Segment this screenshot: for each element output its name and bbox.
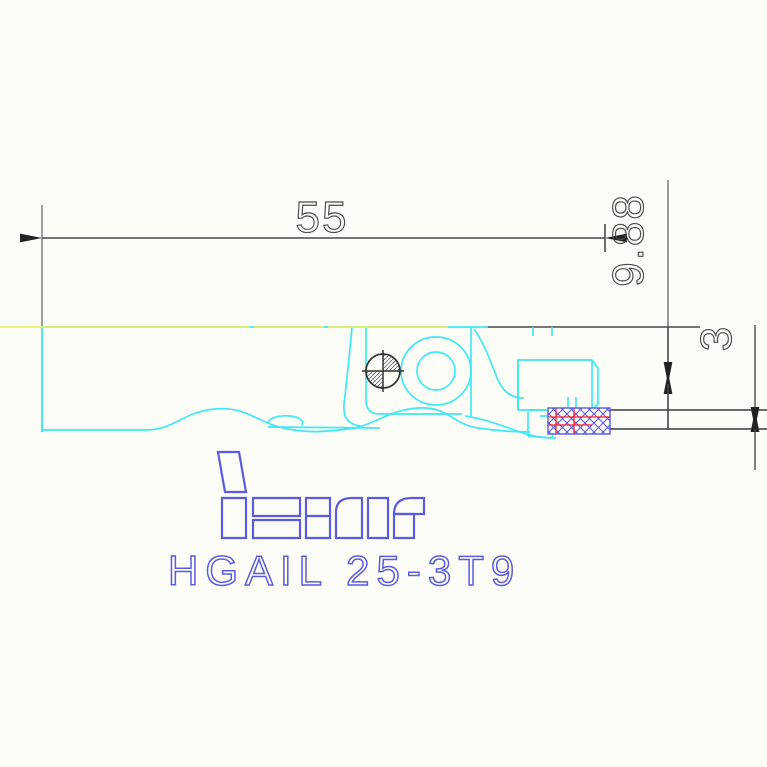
screw-quadrant-upper-right <box>383 354 400 371</box>
insert-hatch-fill <box>547 407 611 435</box>
head-pocket-outline <box>365 328 462 415</box>
dimension-overall-length: 55 <box>20 192 627 243</box>
iscar-letter-i <box>220 496 248 540</box>
bottom-oval-detail <box>267 414 304 426</box>
boss-inner-circle <box>416 351 456 391</box>
dimension-value-55: 55 <box>296 193 349 242</box>
dimension-insert-width: 3 <box>691 324 760 470</box>
insert-red-lines <box>548 408 610 434</box>
iscar-letter-n <box>366 496 390 540</box>
dimension-value-988: 9.88 <box>604 193 653 287</box>
iscar-letter-r-arm <box>392 496 426 516</box>
iscar-logo-dot <box>216 450 248 494</box>
iscar-letter-s-top <box>251 496 302 518</box>
shank-bottom-serrated-edge <box>42 407 531 433</box>
part-number-label: HGAIL 25-3T9 <box>168 547 521 594</box>
iscar-logo <box>216 450 426 540</box>
bottom-detail-line <box>267 426 381 429</box>
head-fillet-upper <box>473 328 525 399</box>
iscar-letter-a <box>334 496 364 540</box>
screw-quadrant-lower-left <box>366 371 383 388</box>
carbide-insert-section <box>547 407 611 435</box>
dimension-blade-height: 9.88 <box>603 193 673 429</box>
iscar-letter-c <box>304 496 332 540</box>
insert-outline <box>547 407 611 435</box>
dimension-value-3: 3 <box>692 325 741 351</box>
iscar-letter-s-bottom <box>251 518 302 540</box>
clamp-screw-symbol <box>362 350 404 392</box>
head-left-boundary <box>343 326 361 427</box>
